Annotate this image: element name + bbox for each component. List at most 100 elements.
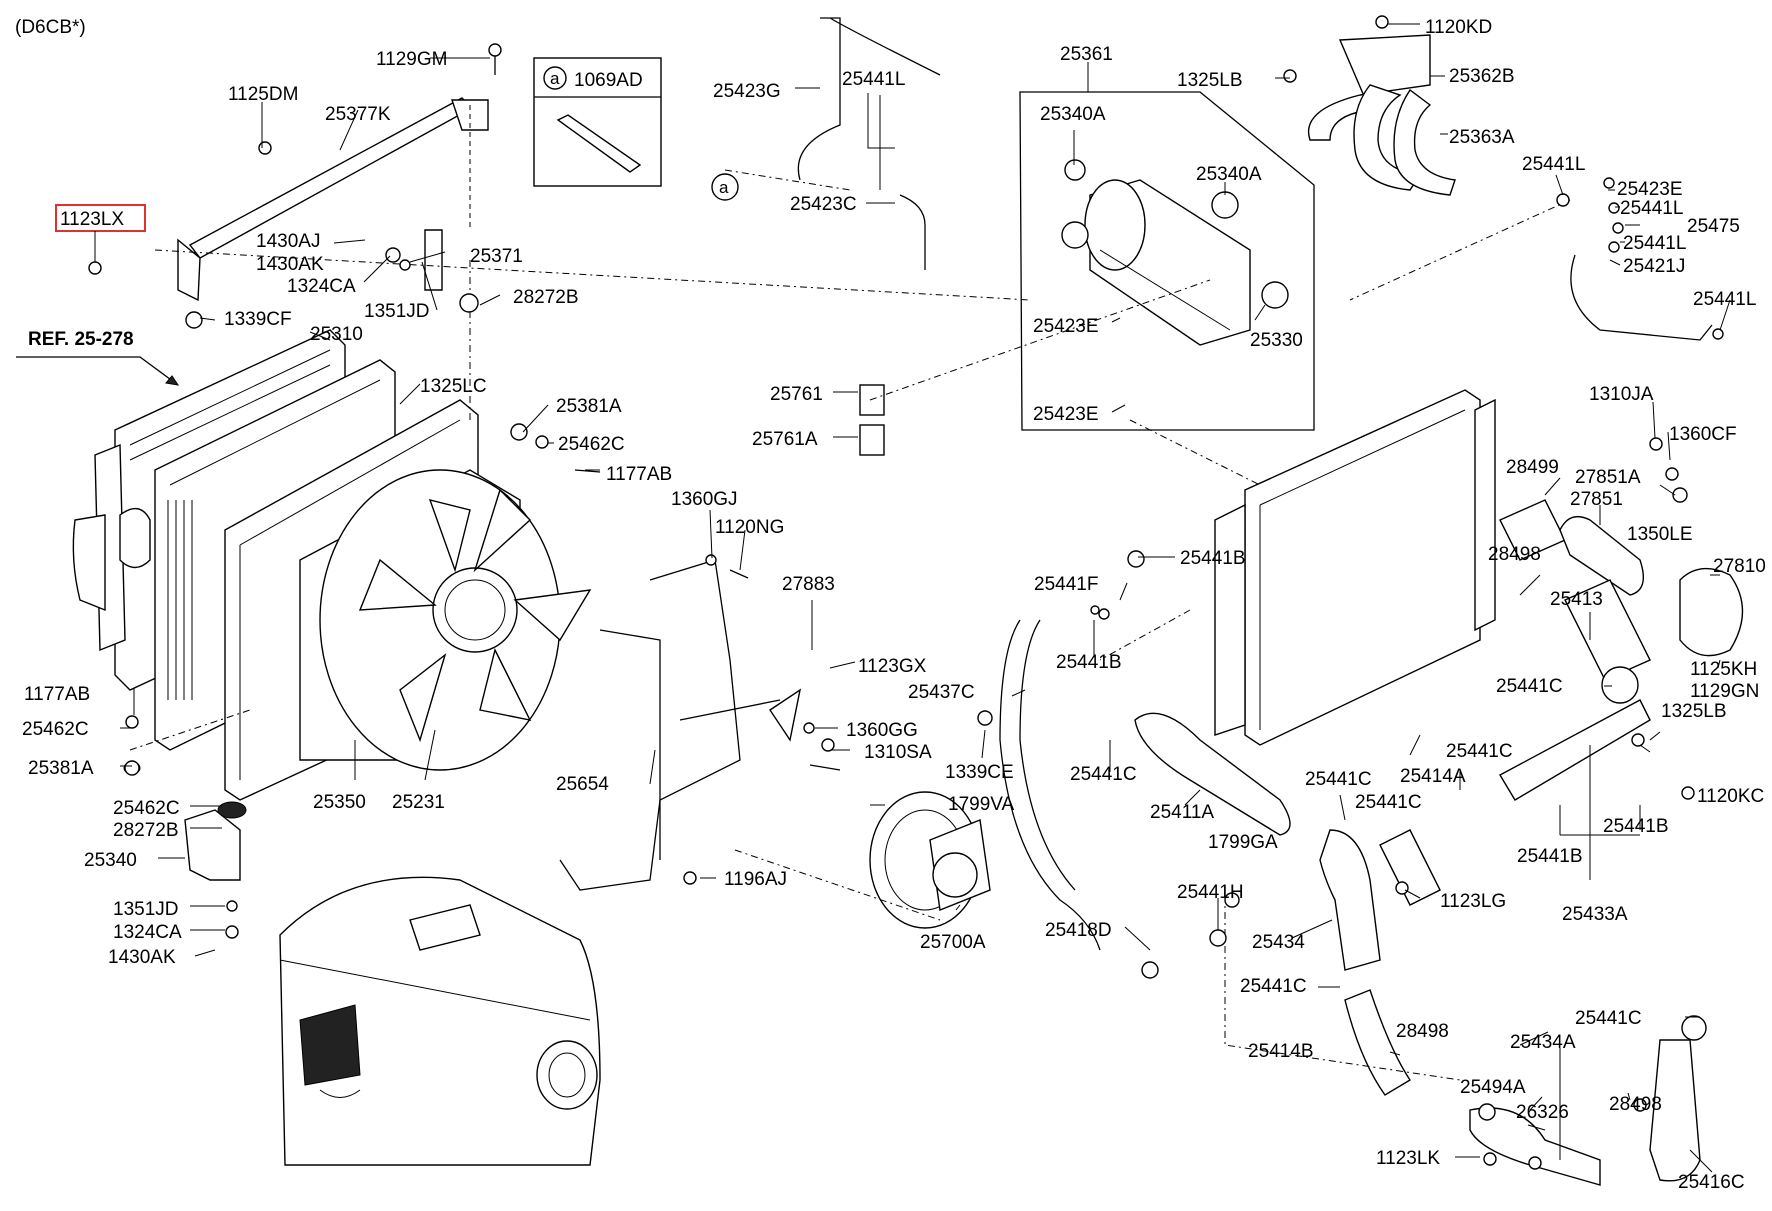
label-25423E-b[interactable]: 25423E — [1033, 404, 1099, 425]
label-25381A[interactable]: 25381A — [556, 396, 622, 417]
label-1196AJ[interactable]: 1196AJ — [724, 869, 787, 890]
label-25462C[interactable]: 25462C — [558, 434, 625, 455]
label-25494A[interactable]: 25494A — [1460, 1077, 1526, 1098]
label-1123LK[interactable]: 1123LK — [1376, 1148, 1440, 1169]
label-25441C[interactable]: 25441C — [1496, 676, 1563, 697]
label-25414A[interactable]: 25414A — [1400, 766, 1466, 787]
label-25441L-e[interactable]: 25441L — [1693, 289, 1756, 310]
label-25441C-b[interactable]: 25441C — [1070, 764, 1137, 785]
label-28499[interactable]: 28499 — [1506, 457, 1559, 478]
label-1360CF[interactable]: 1360CF — [1669, 424, 1737, 445]
label-25441L[interactable]: 25441L — [842, 69, 905, 90]
label-25437C[interactable]: 25437C — [908, 682, 975, 703]
label-25700A[interactable]: 25700A — [920, 932, 986, 953]
label-25441B[interactable]: 25441B — [1180, 548, 1246, 569]
label-25761[interactable]: 25761 — [770, 384, 823, 405]
label-25761A[interactable]: 25761A — [752, 429, 818, 450]
label-1430AK[interactable]: 1430AK — [256, 254, 324, 275]
label-25441F[interactable]: 25441F — [1034, 574, 1098, 595]
label-1339CE[interactable]: 1339CE — [945, 762, 1014, 783]
label-25423E-c[interactable]: 25423E — [1617, 179, 1683, 200]
label-1799GA[interactable]: 1799GA — [1208, 832, 1278, 853]
label-1324CA-b[interactable]: 1324CA — [113, 922, 182, 943]
label-25413[interactable]: 25413 — [1550, 589, 1603, 610]
label-25441C-c[interactable]: 25441C — [1305, 769, 1372, 790]
label-1360GG[interactable]: 1360GG — [846, 720, 918, 741]
label-25462C-b[interactable]: 25462C — [22, 719, 89, 740]
label-1350LE[interactable]: 1350LE — [1627, 524, 1693, 545]
label-26326[interactable]: 26326 — [1516, 1102, 1569, 1123]
label-25434A[interactable]: 25434A — [1510, 1032, 1576, 1053]
label-1177AB-b[interactable]: 1177AB — [24, 684, 90, 705]
label-25371[interactable]: 25371 — [470, 246, 523, 267]
label-25434[interactable]: 25434 — [1252, 932, 1305, 953]
label-1325LB[interactable]: 1325LB — [1177, 70, 1243, 91]
label-1120NG[interactable]: 1120NG — [715, 517, 784, 538]
label-25421J[interactable]: 25421J — [1623, 256, 1685, 277]
label-1120KD[interactable]: 1120KD — [1425, 17, 1492, 38]
label-25362B[interactable]: 25362B — [1449, 66, 1515, 87]
label-1325LB-b[interactable]: 1325LB — [1661, 701, 1727, 722]
label-25340[interactable]: 25340 — [84, 850, 137, 871]
label-27810[interactable]: 27810 — [1713, 556, 1766, 577]
label-25310[interactable]: 25310 — [310, 324, 363, 345]
label-1430AK-b[interactable]: 1430AK — [108, 947, 176, 968]
label-1123LX[interactable]: 1123LX — [60, 209, 124, 230]
label-25416C[interactable]: 25416C — [1678, 1172, 1745, 1193]
label-25433A[interactable]: 25433A — [1562, 904, 1628, 925]
label-1123GX[interactable]: 1123GX — [858, 656, 927, 677]
label-28272B[interactable]: 28272B — [513, 287, 579, 308]
label-25654[interactable]: 25654 — [556, 774, 609, 795]
label-1123LG[interactable]: 1123LG — [1440, 891, 1506, 912]
label-25441B-d[interactable]: 25441B — [1517, 846, 1583, 867]
label-1360GJ[interactable]: 1360GJ — [671, 489, 738, 510]
label-25381A-b[interactable]: 25381A — [28, 758, 94, 779]
label-25418D[interactable]: 25418D — [1045, 920, 1112, 941]
label-28272B-b[interactable]: 28272B — [113, 820, 179, 841]
label-1177AB[interactable]: 1177AB — [606, 464, 672, 485]
label-25441H[interactable]: 25441H — [1177, 882, 1244, 903]
label-28498[interactable]: 28498 — [1488, 544, 1541, 565]
label-25462C-c[interactable]: 25462C — [113, 798, 180, 819]
label-25423E[interactable]: 25423E — [1033, 316, 1099, 337]
label-1120KC[interactable]: 1120KC — [1697, 786, 1764, 807]
label-1129GM[interactable]: 1129GM — [376, 49, 447, 70]
label-25441B-c[interactable]: 25441B — [1603, 816, 1669, 837]
label-27883[interactable]: 27883 — [782, 574, 835, 595]
label-25414B[interactable]: 25414B — [1248, 1041, 1314, 1062]
label-27851A[interactable]: 27851A — [1575, 467, 1641, 488]
label-25441C-d[interactable]: 25441C — [1355, 792, 1422, 813]
label-1430AJ[interactable]: 1430AJ — [256, 231, 320, 252]
label-25423G[interactable]: 25423G — [713, 81, 781, 102]
label-25441L-b[interactable]: 25441L — [1522, 154, 1585, 175]
label-1325LC[interactable]: 1325LC — [420, 376, 487, 397]
label-1324CA[interactable]: 1324CA — [287, 276, 356, 297]
label-25441C-f[interactable]: 25441C — [1240, 976, 1307, 997]
label-27851[interactable]: 27851 — [1570, 489, 1623, 510]
label-1351JD[interactable]: 1351JD — [364, 301, 430, 322]
label-28498-b[interactable]: 28498 — [1396, 1021, 1449, 1042]
label-25475[interactable]: 25475 — [1687, 216, 1740, 237]
label-25377K[interactable]: 25377K — [325, 104, 391, 125]
label-25330[interactable]: 25330 — [1250, 330, 1303, 351]
label-25231[interactable]: 25231 — [392, 792, 445, 813]
label-25340A-b[interactable]: 25340A — [1196, 164, 1262, 185]
label-1125KH[interactable]: 1125KH — [1690, 659, 1757, 680]
label-25340A[interactable]: 25340A — [1040, 104, 1106, 125]
label-25423C[interactable]: 25423C — [790, 194, 857, 215]
label-28498-c[interactable]: 28498 — [1609, 1094, 1662, 1115]
label-25441C-g[interactable]: 25441C — [1575, 1008, 1642, 1029]
label-25411A[interactable]: 25411A — [1150, 802, 1214, 823]
label-25441L-d[interactable]: 25441L — [1623, 233, 1686, 254]
label-1799VA[interactable]: 1799VA — [948, 794, 1015, 815]
label-1310SA[interactable]: 1310SA — [864, 742, 932, 763]
label-1339CF[interactable]: 1339CF — [224, 309, 292, 330]
label-25441B-b[interactable]: 25441B — [1056, 652, 1122, 673]
label-1125DM[interactable]: 1125DM — [228, 84, 298, 105]
label-25441L-c[interactable]: 25441L — [1620, 198, 1683, 219]
label-1351JD-b[interactable]: 1351JD — [113, 899, 179, 920]
label-25363A[interactable]: 25363A — [1449, 127, 1515, 148]
label-1129GN[interactable]: 1129GN — [1690, 681, 1759, 702]
label-25361[interactable]: 25361 — [1060, 44, 1113, 65]
label-25350[interactable]: 25350 — [313, 792, 366, 813]
